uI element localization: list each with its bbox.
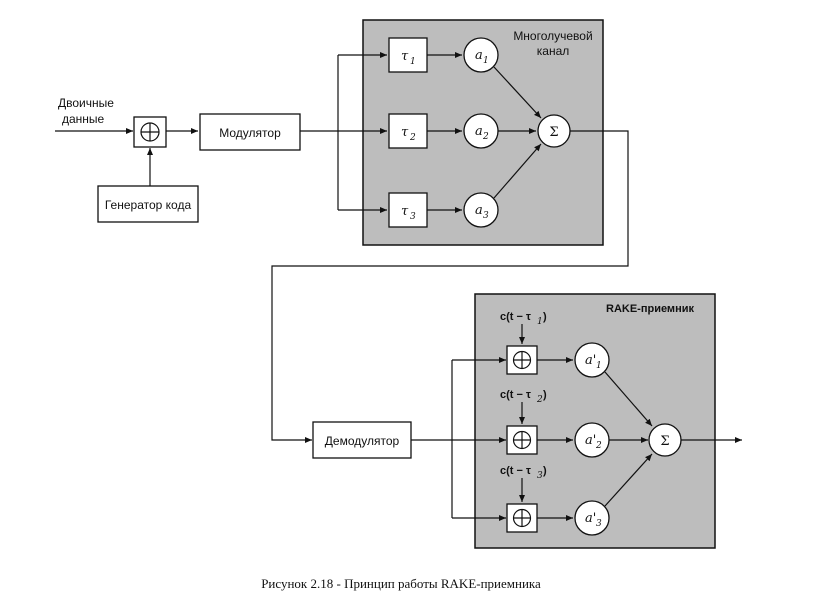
svg-text:3: 3 [410,212,416,222]
rake-gain-2: a' 2 [574,422,610,458]
delay-2: τ 2 [388,113,428,149]
svg-text:3: 3 [596,519,602,529]
svg-text:c(t − τ: c(t − τ [500,465,531,477]
svg-text:2: 2 [595,441,602,451]
rake-ref-3: c(t − τ 3 ) [500,465,547,481]
svg-text:Σ: Σ [660,434,669,449]
svg-text:3: 3 [537,471,543,481]
code-generator-label: Генератор кода [105,198,192,212]
svg-text:a': a' [585,433,596,448]
svg-text:a: a [475,124,483,139]
rake-gain-3: a' 3 [574,500,610,536]
svg-text:): ) [543,465,547,477]
modulator-box [199,113,301,151]
svg-text:1: 1 [483,56,489,66]
svg-text:c(t − τ: c(t − τ [500,311,531,323]
svg-text:1: 1 [410,57,416,67]
delay-1: τ 1 [388,37,428,73]
input-label-line2: данные [62,112,105,126]
gain-2: a 2 [463,113,499,149]
modulator-label: Модулятор [219,126,281,140]
input-label-line1: Двоичные [58,96,114,110]
svg-text:2: 2 [482,132,489,142]
channel-title-line1: Многолучевой [513,29,592,43]
figure-caption: Рисунок 2.18 - Принцип работы RAKE-прием… [261,576,541,591]
demodulator-box [312,421,412,459]
gain-3: a 3 [463,192,499,228]
rake-gain-1: a' 1 [574,342,610,378]
svg-text:a: a [475,203,483,218]
channel-title-line2: канал [537,44,570,58]
demodulator-label: Демодулятор [325,434,400,448]
svg-text:a': a' [585,511,596,526]
code-generator-box [97,185,199,223]
rake-xor-1 [506,345,538,375]
rake-xor-2 [506,425,538,455]
svg-text:1: 1 [596,361,602,371]
rake-xor-3 [506,503,538,533]
rake-ref-2: c(t − τ 2 ) [500,389,547,405]
svg-text:c(t − τ: c(t − τ [500,389,531,401]
svg-text:2: 2 [409,133,416,143]
delay-3: τ 3 [388,192,428,228]
svg-text:a': a' [585,353,596,368]
svg-text:Σ: Σ [549,125,558,140]
svg-text:): ) [543,389,547,401]
svg-text:2: 2 [536,395,543,405]
svg-text:τ: τ [401,125,409,140]
svg-text:1: 1 [537,317,543,327]
svg-text:τ: τ [401,49,409,64]
svg-text:a: a [475,48,483,63]
rake-ref-1: c(t − τ 1 ) [500,311,547,327]
svg-text:τ: τ [401,204,409,219]
rake-sum: Σ [648,423,682,457]
channel-sum: Σ [537,114,571,148]
rake-title: RAKE-приемник [606,303,694,315]
svg-text:): ) [543,311,547,323]
gain-1: a 1 [463,37,499,73]
channel-output-line [271,130,629,443]
svg-text:3: 3 [483,211,489,221]
